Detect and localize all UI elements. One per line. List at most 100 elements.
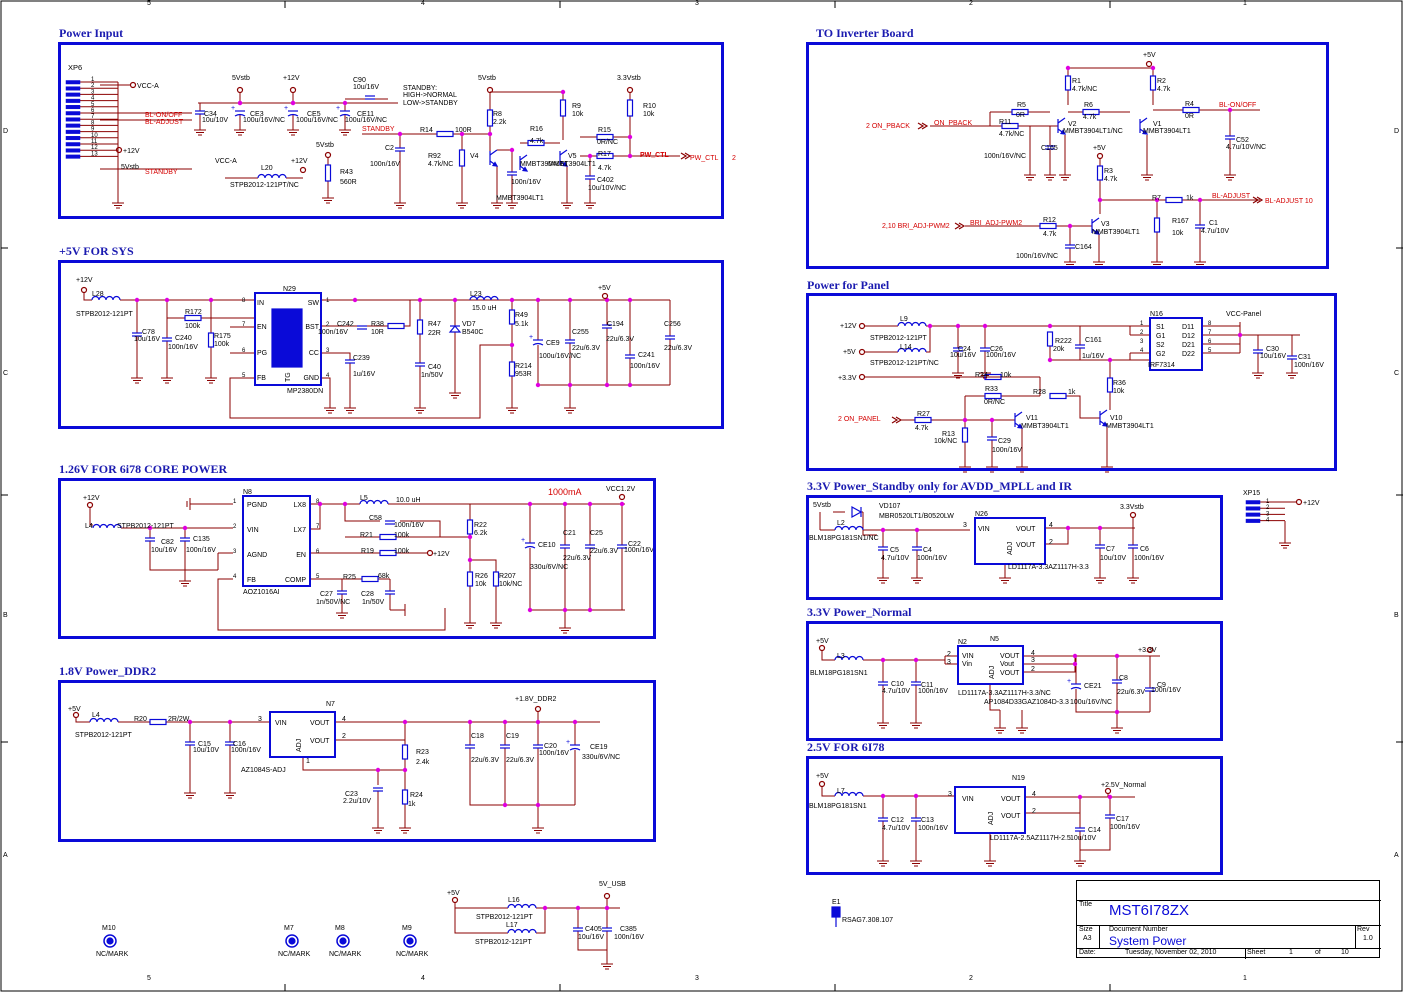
schematic-label: 4 [1140,348,1144,354]
schematic-label: 2.2u/10V [343,798,371,805]
schematic-label: R175 [214,333,231,340]
schematic-label: R27 [917,411,930,418]
schematic-label: COMP [285,577,306,584]
power-port [80,286,88,294]
cap-c12 [878,817,888,822]
schematic-label: R7 [1152,195,1161,202]
junction-dot [962,417,968,423]
wire [1023,656,1076,673]
schematic-label: S1 [1156,324,1165,331]
schematic-label: 100u/16V/NC [243,117,285,124]
schematic-label: 2 [233,524,237,530]
ground-symbol [1111,722,1123,734]
schematic-label: L9 [900,316,908,323]
ground-symbol [1141,169,1153,181]
schematic-label: M9 [402,925,412,932]
cap-c405 [573,927,583,932]
ground-symbol [601,958,613,970]
schematic-label: N26 [975,511,988,518]
junction-dot [342,100,348,106]
schematic-label: L5 [360,495,368,502]
cap-c40 [415,362,425,367]
schematic-label: R33 [985,386,998,393]
schematic-label: N2 [958,639,967,646]
schematic-label: 4.7u/10V [882,825,910,832]
cap-c240 [162,337,172,342]
schematic-label: C78 [142,329,155,336]
transistor-v4 [489,149,499,167]
transistor-v3 [519,154,529,172]
schematic-label: C10 [891,681,904,688]
junction-dot [1197,197,1203,203]
schematic-label: R23 [416,749,429,756]
schematic-label: N16 [1150,311,1163,318]
schematic-label: C239 [353,355,370,362]
schematic-label: 953R [515,371,532,378]
schematic-label: C22 [628,541,641,548]
schematic-label: R36 [1113,380,1126,387]
junction-dot [1067,223,1073,229]
svg-text:+: + [566,739,570,746]
schematic-label: C135 [193,536,210,543]
schematic-label: 1 [326,298,330,304]
schematic-label: 4.7u/10V [1201,228,1229,235]
schematic-label: C385 [620,926,637,933]
schematic-label: 10u/10V [1100,555,1126,562]
frame-col-4: 4 [421,0,425,7]
junction-dot [955,323,961,329]
junction-dot [562,501,568,507]
junction-dot [587,501,593,507]
ground-symbol [490,617,502,629]
junction-dot [587,153,593,159]
schematic-label: 15.0 uH [472,305,497,312]
ground-symbol [910,855,922,867]
ground-symbol [559,622,571,634]
p12v-port [115,146,123,154]
schematic-label: 2 [91,83,95,89]
power-port [299,166,307,174]
ground-symbol [984,855,996,867]
resistor-r33 [984,392,1002,400]
ground-symbol [179,575,191,587]
normal33-block [806,621,1223,741]
junction-dot [1072,653,1078,659]
resistor-r172 [184,314,202,322]
frame-row-d-right: D [1394,128,1400,135]
schematic-label: L3 [837,653,845,660]
schematic-label: LD1117A-3.3AZ1117H-3.3/NC [958,690,1051,697]
power-port [818,780,826,788]
panel-block [806,293,1337,471]
ddr2-block [58,680,656,842]
ground-symbol [324,402,336,414]
cap-c10 [878,681,888,686]
schematic-label: N5 [990,636,999,643]
schematic-label: C34 [204,111,217,118]
connector-xp15 [1245,500,1261,523]
schematic-label: R16 [530,126,543,133]
schematic-label: 10u/16V [1260,353,1286,360]
schematic-label: 6.2k [474,530,488,537]
schematic-label: 100u/16V/NC [345,117,387,124]
schematic-label: MMBT3904LT1 [1106,423,1154,430]
schematic-label: R25 [343,574,356,581]
schematic-label: 4.7k/NC [428,161,453,168]
schematic-label: R38 [371,321,384,328]
schematic-label: FB [247,577,256,584]
schematic-label: R92 [428,153,441,160]
schematic-label: STPB2012-121PT [475,939,533,946]
transistor-v3 [1091,217,1101,235]
schematic-label: V10 [1110,415,1123,422]
frame-col-4-bottom: 4 [421,975,425,982]
schematic-label: R172 [185,309,202,316]
schematic-label: +5V [447,890,460,897]
wire [1066,395,1100,419]
schematic-label: LX8 [294,502,307,509]
ground-symbol [1127,572,1139,584]
schematic-label: 100n/16V [918,825,948,832]
schematic-label: NC/MARK [278,951,311,958]
resistor-r27 [914,416,932,424]
schematic-label: STPB2012-121PT [76,311,134,318]
ground-symbol [205,372,217,384]
schematic-label: 5Vstb [813,502,831,509]
